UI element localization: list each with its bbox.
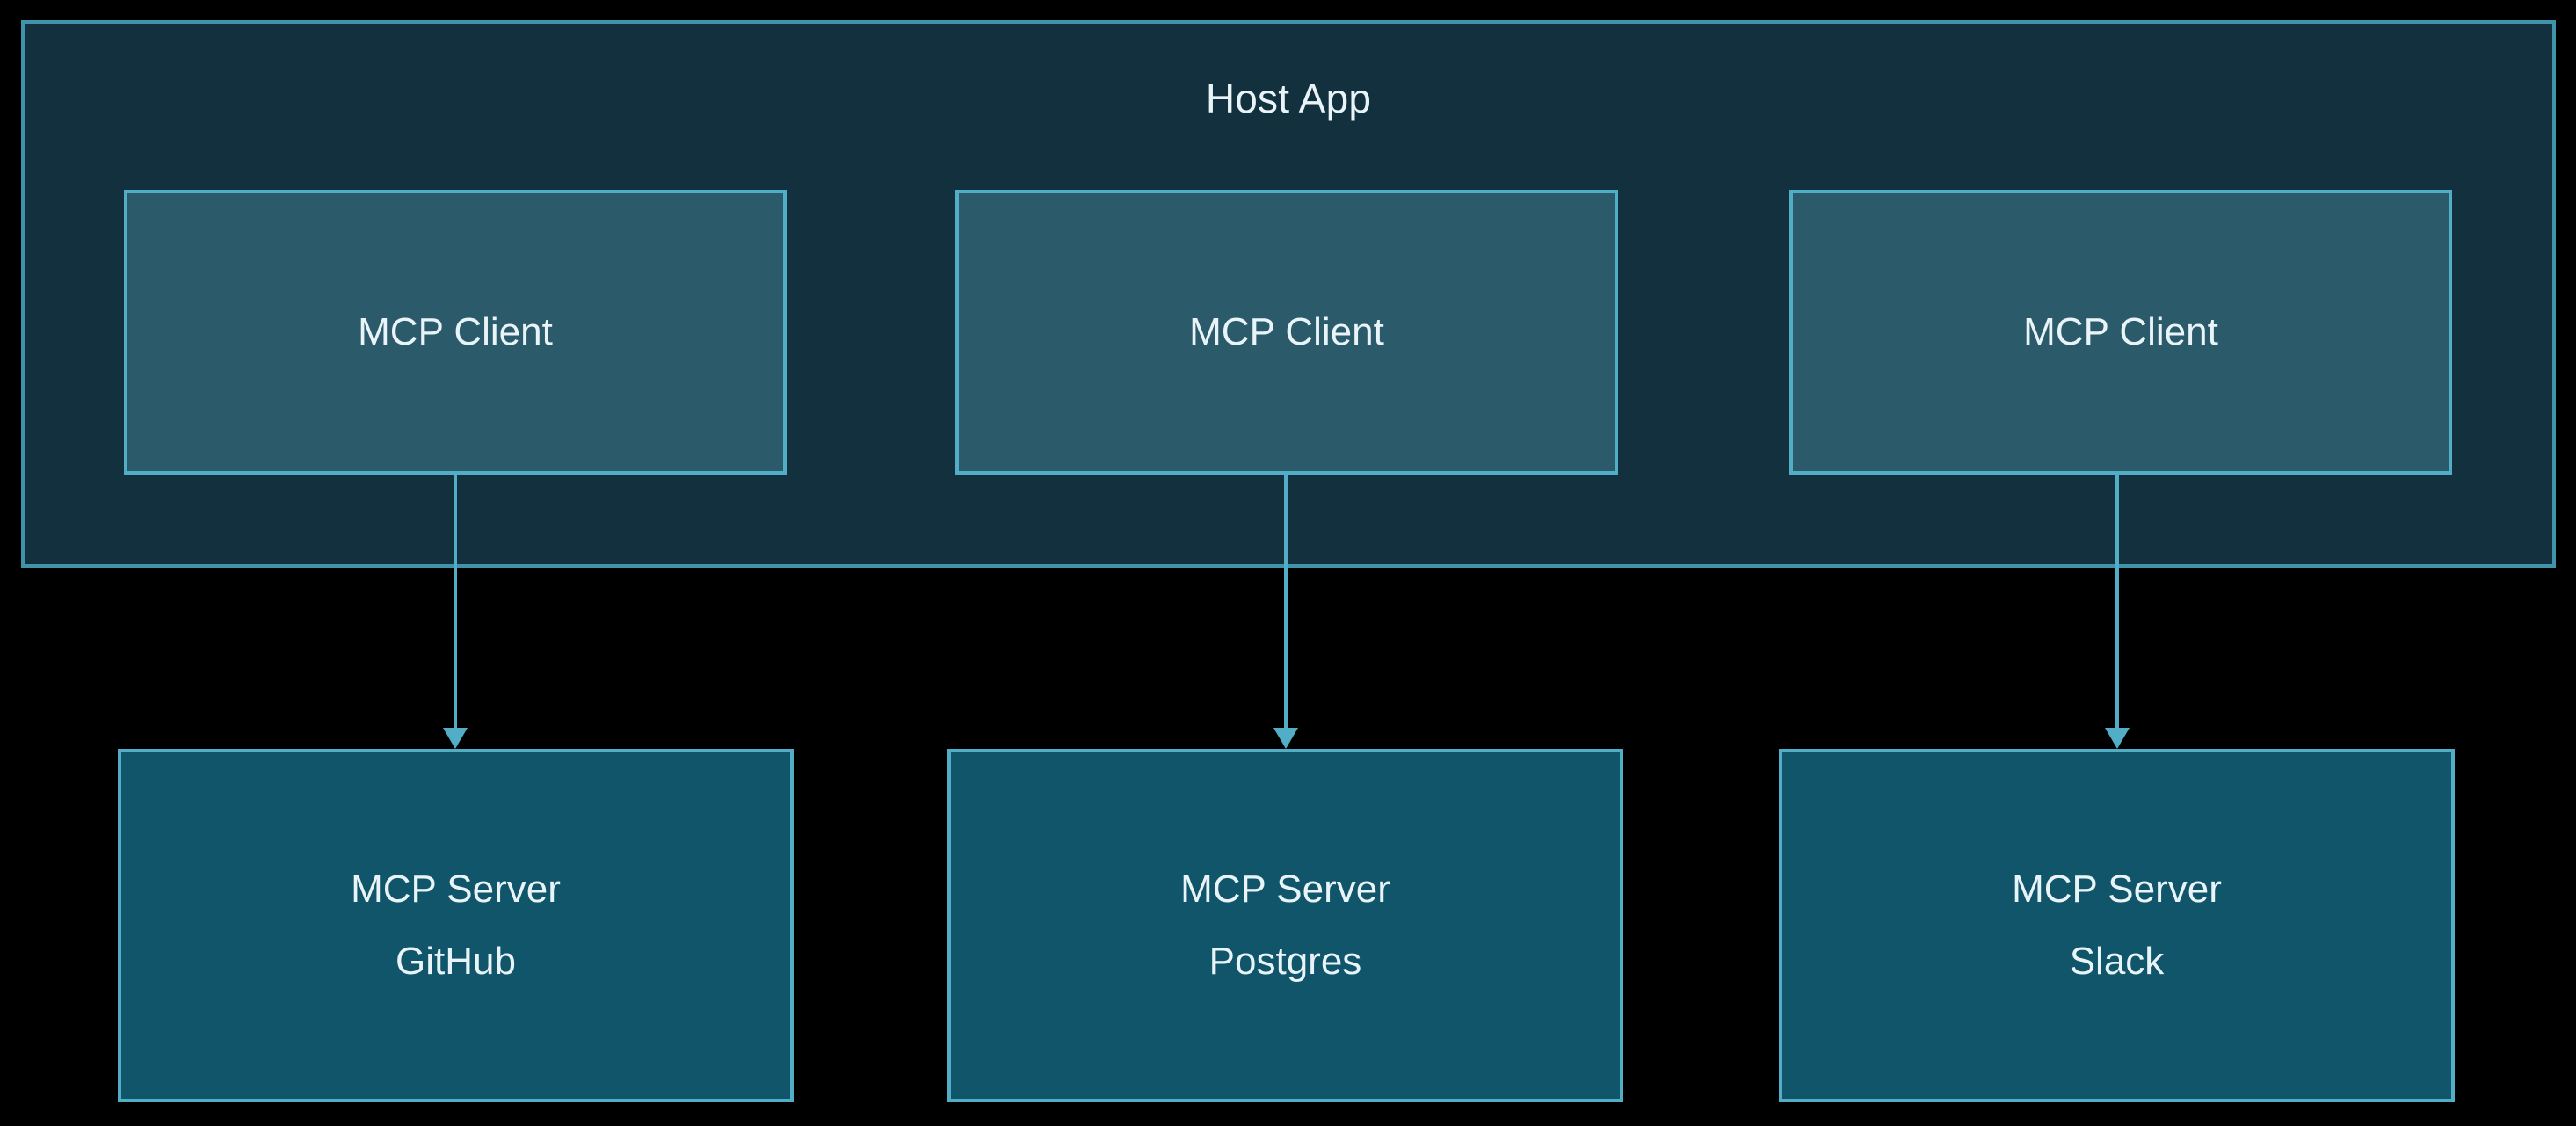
mcp-client-label: MCP Client: [1189, 310, 1384, 353]
mcp-server-label: MCP Server: [2012, 868, 2222, 911]
mcp-server-sublabel: Postgres: [1208, 940, 1362, 983]
mcp-server-sublabel: GitHub: [395, 940, 516, 983]
mcp-client-label: MCP Client: [358, 310, 553, 353]
mcp-client-box-3[interactable]: MCP Client: [1789, 190, 2452, 475]
mcp-server-sublabel: Slack: [2069, 940, 2165, 983]
mcp-server-box-slack[interactable]: MCP Server Slack: [1779, 749, 2455, 1102]
mcp-client-box-2[interactable]: MCP Client: [955, 190, 1618, 475]
host-app-title: Host App: [1205, 76, 1372, 121]
mcp-client-box-1[interactable]: MCP Client: [124, 190, 787, 475]
mcp-server-label: MCP Server: [351, 868, 561, 911]
mcp-client-label: MCP Client: [2023, 310, 2218, 353]
mcp-server-label: MCP Server: [1180, 868, 1390, 911]
mcp-server-box-postgres[interactable]: MCP Server Postgres: [947, 749, 1623, 1102]
mcp-server-box-github[interactable]: MCP Server GitHub: [118, 749, 794, 1102]
